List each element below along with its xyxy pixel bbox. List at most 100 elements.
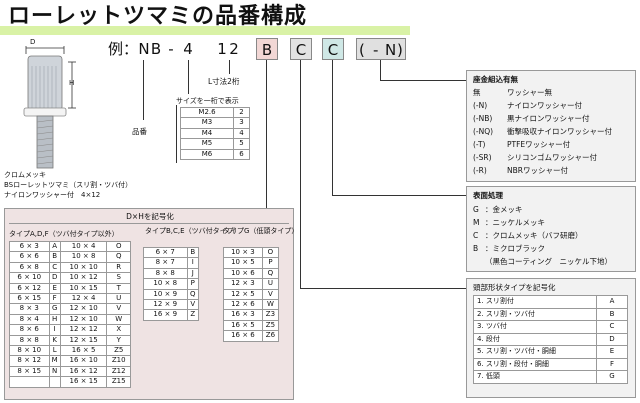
dh-code: W bbox=[106, 313, 131, 326]
dh-size bbox=[9, 376, 50, 388]
type-b-title: タイプB,C,E（ツバ付タイプ） bbox=[145, 227, 241, 235]
code-char-l1: 1 bbox=[217, 40, 227, 58]
head-type: 5. スリ割・ツバ付・胴細 bbox=[473, 345, 597, 359]
part-no-label: 品番 bbox=[132, 127, 147, 136]
dh-size: 12 × 10 bbox=[59, 303, 108, 315]
line-dh bbox=[266, 60, 267, 208]
dh-size: 16 × 6 bbox=[223, 330, 263, 342]
dh-size: 6 × 8 bbox=[9, 261, 50, 274]
dh-size: 8 × 15 bbox=[9, 365, 50, 378]
dh-code: Z3 bbox=[261, 309, 280, 321]
dh-code: N bbox=[48, 365, 61, 378]
dh-size: 16 × 9 bbox=[143, 309, 188, 321]
line-head-h bbox=[300, 288, 472, 289]
dh-code: H bbox=[48, 313, 61, 326]
washer-desc: 黒ナイロンワッシャー付 bbox=[507, 114, 590, 123]
dh-code: Z12 bbox=[106, 365, 131, 378]
head-code: E bbox=[596, 345, 628, 359]
dh-size: 8 × 8 bbox=[9, 334, 50, 347]
code-char-b: B bbox=[150, 40, 162, 58]
head-type: 4. 段付 bbox=[473, 332, 597, 346]
size-bracket bbox=[176, 105, 177, 163]
dh-size: 12 × 10 bbox=[59, 313, 108, 326]
dim-d-label: D bbox=[30, 38, 36, 46]
size-cell: M5 bbox=[179, 138, 235, 150]
washer-desc: 衝撃吸収ナイロンワッシャー付 bbox=[507, 127, 612, 136]
dh-code: V bbox=[106, 303, 131, 315]
washer-desc: ワッシャー無 bbox=[507, 88, 552, 97]
code-box-dh: C bbox=[290, 38, 312, 60]
head-type: 1. スリ割付 bbox=[473, 295, 597, 309]
dh-code: B bbox=[186, 246, 199, 259]
dh-size: 8 × 8 bbox=[143, 267, 188, 280]
surface-panel: 表面処理 G：金メッキ M：ニッケルメッキ C：クロムメッキ（バフ研磨） B：ミ… bbox=[466, 186, 636, 272]
knob-drawing bbox=[23, 46, 76, 169]
washer-desc: PTFEワッシャー付 bbox=[507, 140, 571, 149]
dh-size: 6 × 3 bbox=[9, 240, 50, 253]
line-surface bbox=[332, 60, 333, 195]
size-code: 5 bbox=[233, 138, 250, 150]
code-box-head: B bbox=[256, 38, 278, 60]
washer-desc: NBRワッシャー付 bbox=[507, 166, 568, 175]
surface-code: G bbox=[473, 205, 479, 214]
dh-size: 6 × 12 bbox=[9, 282, 50, 295]
code-prefix: 例： bbox=[108, 40, 139, 58]
dh-size: 6 × 6 bbox=[9, 251, 50, 263]
caption-line-1: クロムメッキ bbox=[4, 171, 46, 179]
washer-desc: シリコンゴムワッシャー付 bbox=[507, 153, 597, 162]
head-type: 3. ツバ付 bbox=[473, 320, 597, 334]
dh-code: Z5 bbox=[261, 319, 280, 332]
dh-code: I bbox=[48, 324, 61, 336]
line-head bbox=[300, 60, 301, 288]
dh-code: O bbox=[106, 240, 131, 253]
dh-size: 12 × 6 bbox=[223, 299, 263, 311]
dh-size: 8 × 4 bbox=[9, 313, 50, 326]
dh-code: Z5 bbox=[106, 345, 131, 357]
dh-code: T bbox=[106, 282, 131, 295]
dh-size: 12 × 15 bbox=[59, 334, 108, 347]
surface-code: C bbox=[473, 231, 479, 240]
dh-size: 6 × 7 bbox=[143, 246, 188, 259]
dh-size: 8 × 12 bbox=[9, 355, 50, 367]
washer-desc: ナイロンワッシャー付 bbox=[507, 101, 582, 110]
washer-open-paren: ( bbox=[359, 41, 365, 59]
caption-line-2: BSローレットツマミ（スリ割・ツバ付） bbox=[4, 181, 133, 189]
washer-dash: - bbox=[373, 41, 379, 59]
dh-size: 10 × 6 bbox=[223, 267, 263, 280]
dh-size: 16 × 3 bbox=[223, 309, 263, 321]
dh-size: 10 × 9 bbox=[143, 288, 188, 301]
dh-size: 10 × 4 bbox=[59, 240, 108, 253]
washer-code: (-R) bbox=[473, 166, 487, 175]
washer-n: N bbox=[385, 41, 397, 59]
dh-code: R bbox=[106, 261, 131, 274]
washer-code: (-T) bbox=[473, 140, 486, 149]
dh-code: U bbox=[106, 293, 131, 305]
dh-code: C bbox=[48, 261, 61, 274]
dh-size: 10 × 12 bbox=[59, 272, 108, 284]
size-cell: M3 bbox=[179, 117, 235, 129]
dh-code: P bbox=[186, 278, 199, 290]
washer-code: (-SR) bbox=[473, 153, 492, 162]
dh-size: 16 × 10 bbox=[59, 355, 108, 367]
line-washer bbox=[380, 60, 381, 80]
line-size bbox=[188, 60, 189, 94]
washer-title: 座金組込有無 bbox=[473, 75, 518, 84]
size-table-title: サイズを一桁で表示 bbox=[176, 97, 239, 105]
